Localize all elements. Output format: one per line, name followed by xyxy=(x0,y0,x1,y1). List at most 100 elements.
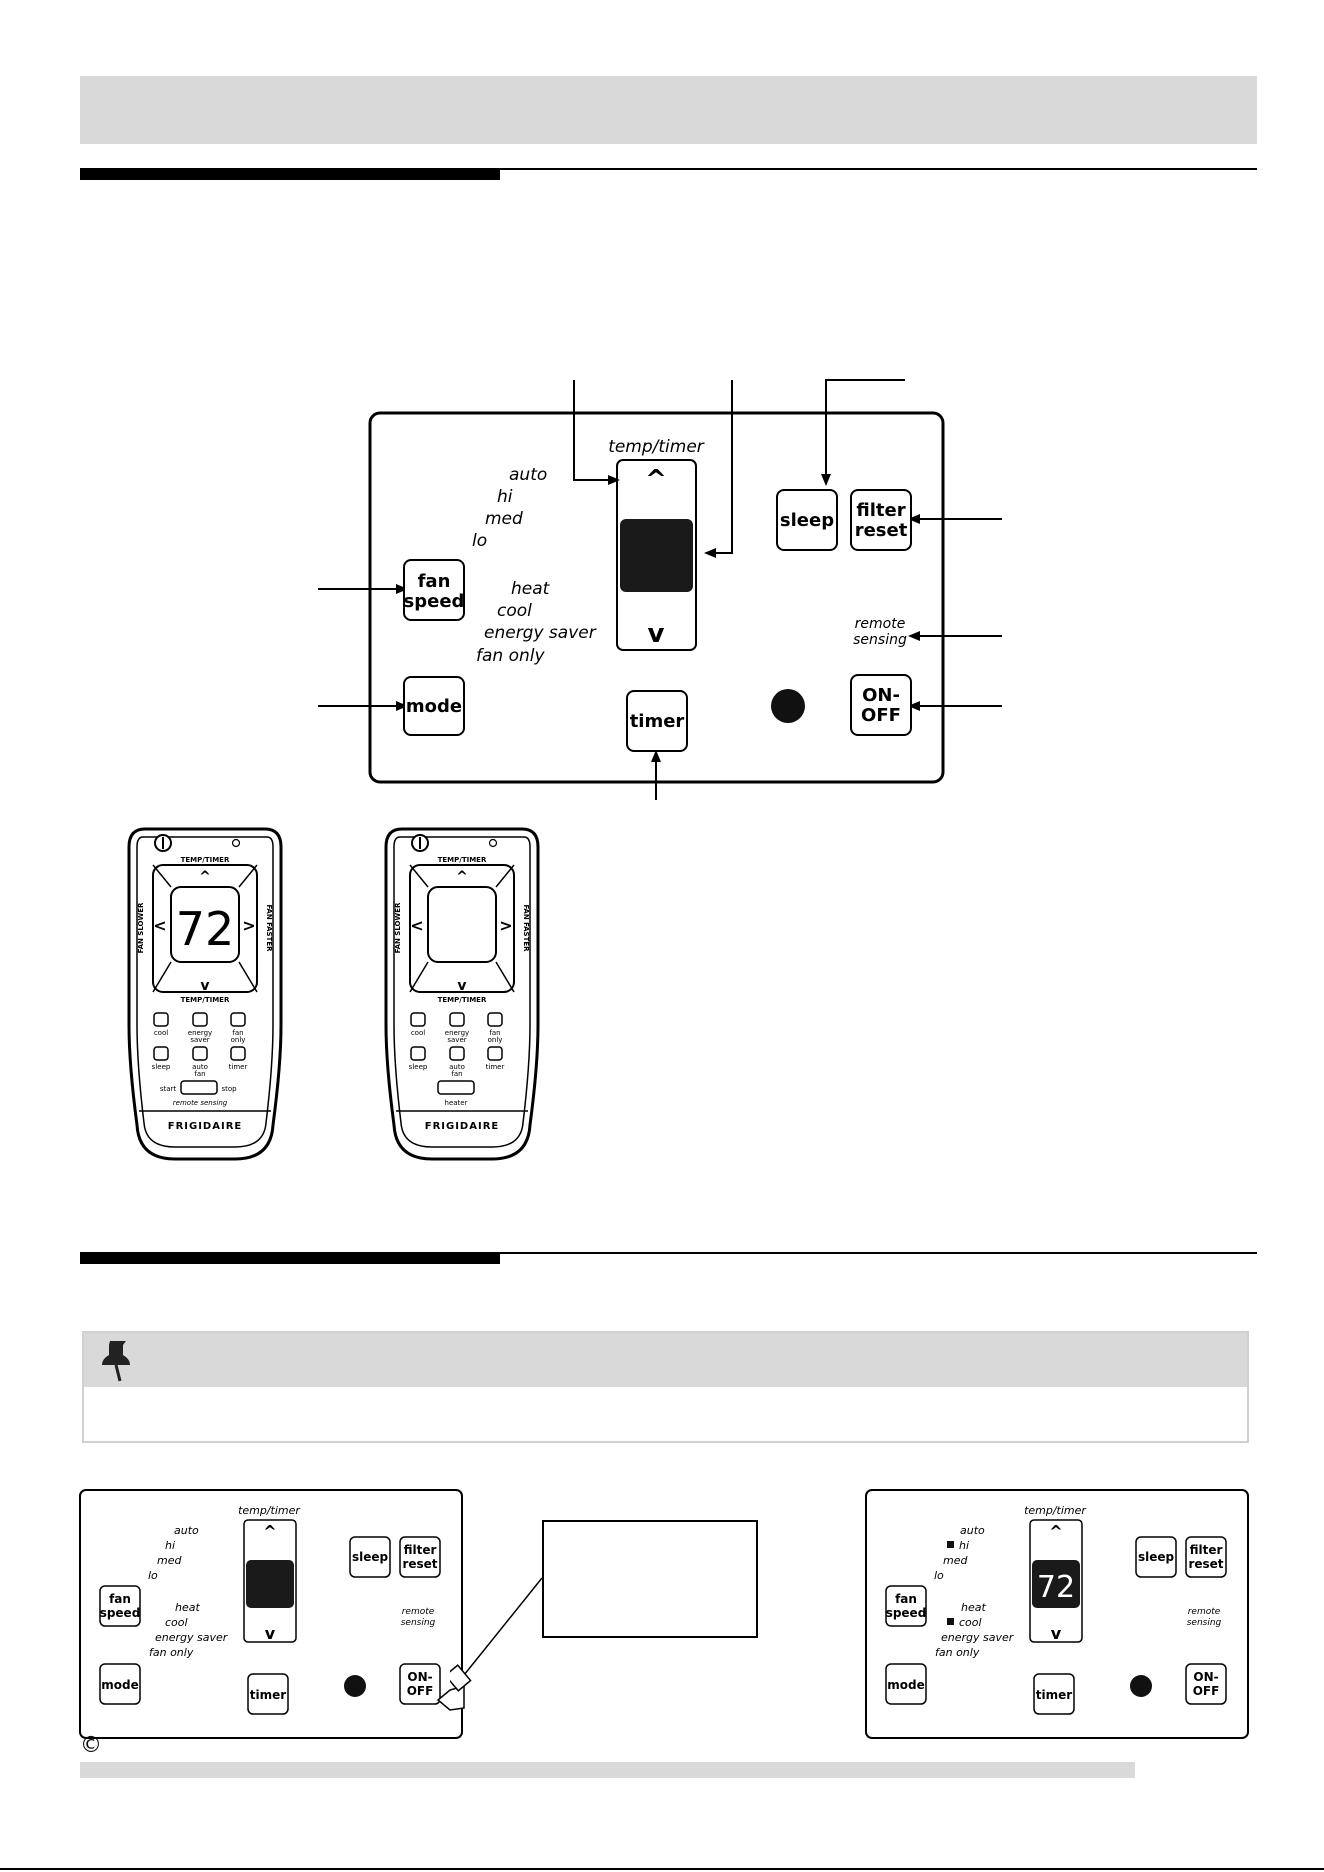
svg-text:auto: auto xyxy=(960,1524,985,1537)
svg-text:fan: fan xyxy=(451,1070,462,1078)
svg-text:fan: fan xyxy=(489,1029,500,1037)
svg-text:remote: remote xyxy=(1188,1607,1221,1617)
svg-text:reset: reset xyxy=(1188,1557,1223,1571)
filter-reset-button[interactable]: filter reset xyxy=(850,489,912,551)
small-panel-right: temp/timer ^ 72 v auto hi med lo heat co… xyxy=(865,1489,1249,1739)
svg-text:sensing: sensing xyxy=(1187,1618,1222,1628)
svg-text:energy saver: energy saver xyxy=(484,623,597,643)
callout-box xyxy=(542,1520,758,1638)
brand-logo: FRIGIDAIRE xyxy=(425,1121,499,1132)
temp-up-arrow[interactable]: ^ xyxy=(645,465,667,495)
note-box xyxy=(82,1331,1249,1443)
fan-mode-labels: auto hi med lo xyxy=(472,465,547,551)
svg-text:v: v xyxy=(265,1624,276,1643)
svg-text:auto: auto xyxy=(192,1063,208,1071)
small-panel-left: temp/timer ^ v auto hi med lo heat cool … xyxy=(79,1489,465,1739)
svg-text:energy: energy xyxy=(188,1029,212,1037)
svg-text:energy saver: energy saver xyxy=(155,1631,229,1644)
svg-text:temp/timer: temp/timer xyxy=(238,1504,301,1517)
svg-text:lo: lo xyxy=(148,1569,158,1582)
svg-text:saver: saver xyxy=(447,1036,466,1044)
svg-text:fan: fan xyxy=(109,1592,131,1606)
svg-text:<: < xyxy=(153,916,166,935)
svg-text:remote: remote xyxy=(402,1607,435,1617)
svg-text:OFF: OFF xyxy=(407,1684,434,1698)
svg-text:cool: cool xyxy=(959,1616,982,1629)
svg-text:stop: stop xyxy=(221,1085,237,1093)
svg-text:FAN SLOWER: FAN SLOWER xyxy=(394,902,402,953)
remote-sensing-label: remote sensing xyxy=(853,616,907,648)
svg-text:v: v xyxy=(1051,1624,1062,1643)
svg-text:only: only xyxy=(231,1036,246,1044)
svg-text:filter: filter xyxy=(856,500,905,521)
svg-text:cool: cool xyxy=(165,1616,188,1629)
svg-text:sensing: sensing xyxy=(401,1618,436,1628)
pushpin-icon xyxy=(102,1341,130,1382)
svg-text:heater: heater xyxy=(445,1099,468,1107)
svg-text:remote sensing: remote sensing xyxy=(173,1099,228,1107)
hi-indicator xyxy=(947,1541,954,1548)
svg-text:remote: remote xyxy=(855,616,906,632)
control-panel-diagram: temp/timer ^ v auto hi med lo heat cool … xyxy=(318,379,1002,800)
temp-timer-label: temp/timer xyxy=(608,437,705,457)
cool-indicator xyxy=(947,1618,954,1625)
svg-text:mode: mode xyxy=(101,1678,138,1692)
brand-logo: FRIGIDAIRE xyxy=(168,1121,242,1132)
sleep-button[interactable]: sleep xyxy=(776,489,838,551)
section-rule-2-thin xyxy=(500,1252,1257,1254)
svg-text:saver: saver xyxy=(190,1036,209,1044)
svg-text:speed: speed xyxy=(404,591,465,612)
svg-text:OFF: OFF xyxy=(1193,1684,1220,1698)
svg-text:>: > xyxy=(499,916,512,935)
svg-text:hi: hi xyxy=(497,487,513,507)
svg-text:sleep: sleep xyxy=(352,1550,389,1564)
svg-text:temp/timer: temp/timer xyxy=(1024,1504,1087,1517)
bottom-rule xyxy=(0,1868,1324,1870)
section-rule-2-thick xyxy=(80,1252,500,1264)
timer-button[interactable]: timer xyxy=(626,690,688,752)
svg-text:start: start xyxy=(160,1085,177,1093)
svg-text:only: only xyxy=(488,1036,503,1044)
svg-text:med: med xyxy=(485,509,523,529)
svg-text:v: v xyxy=(457,978,466,994)
svg-text:^: ^ xyxy=(456,869,468,885)
svg-text:cool: cool xyxy=(154,1029,168,1037)
svg-text:sleep: sleep xyxy=(1138,1550,1175,1564)
svg-text:filter: filter xyxy=(404,1543,437,1557)
svg-text:auto: auto xyxy=(449,1063,465,1071)
svg-text:auto: auto xyxy=(509,465,547,485)
footer-bar xyxy=(80,1762,1135,1778)
svg-text:cool: cool xyxy=(497,601,532,621)
header-bar xyxy=(80,76,1257,144)
svg-text:ON-: ON- xyxy=(1193,1670,1218,1684)
svg-text:mode: mode xyxy=(406,696,462,717)
svg-text:lo: lo xyxy=(472,531,487,551)
svg-text:sleep: sleep xyxy=(152,1063,171,1071)
svg-text:timer: timer xyxy=(630,711,685,732)
svg-text:fan: fan xyxy=(194,1070,205,1078)
fan-speed-button[interactable]: fan speed xyxy=(403,559,465,621)
svg-text:reset: reset xyxy=(855,520,908,541)
svg-text:heat: heat xyxy=(511,579,551,599)
svg-text:med: med xyxy=(943,1554,968,1567)
svg-text:fan only: fan only xyxy=(149,1646,194,1659)
temp-down-arrow[interactable]: v xyxy=(648,619,665,649)
svg-text:fan only: fan only xyxy=(935,1646,980,1659)
operating-mode-labels: heat cool energy saver fan only xyxy=(476,579,597,666)
on-off-button[interactable]: ON- OFF xyxy=(850,674,912,736)
svg-text:hi: hi xyxy=(959,1539,969,1552)
temp-rocker[interactable] xyxy=(616,459,697,651)
svg-text:heat: heat xyxy=(961,1601,986,1614)
svg-text:FAN SLOWER: FAN SLOWER xyxy=(137,902,145,953)
svg-text:OFF: OFF xyxy=(861,705,901,726)
svg-text:cool: cool xyxy=(411,1029,425,1037)
right-panel-display: 72 xyxy=(1037,1570,1075,1605)
svg-text:fan: fan xyxy=(232,1029,243,1037)
svg-text:heat: heat xyxy=(175,1601,200,1614)
mode-button[interactable]: mode xyxy=(403,676,465,736)
svg-text:FAN FASTER: FAN FASTER xyxy=(522,904,530,952)
svg-text:speed: speed xyxy=(886,1606,927,1620)
svg-text:v: v xyxy=(200,978,209,994)
svg-text:FAN FASTER: FAN FASTER xyxy=(265,904,273,952)
arrow-heads xyxy=(396,474,920,762)
